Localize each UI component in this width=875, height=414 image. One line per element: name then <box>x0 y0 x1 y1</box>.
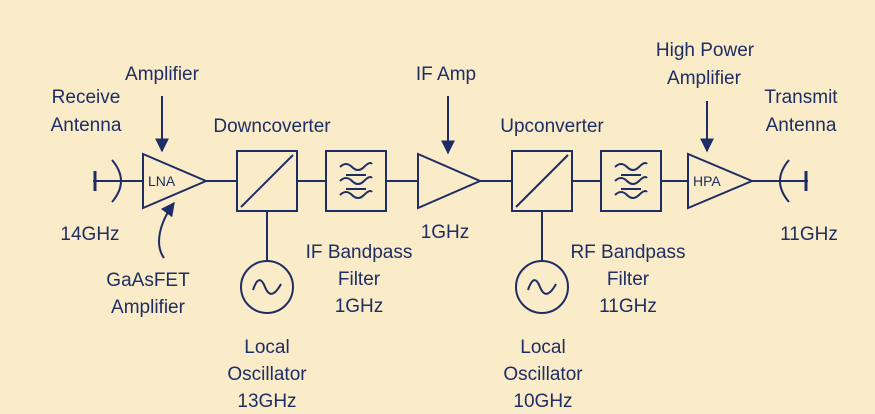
lo2-label-line3: 10GHz <box>513 391 572 412</box>
receive-antenna-label: Antenna <box>51 115 122 136</box>
local-oscillator-2-icon <box>515 260 569 314</box>
lo2-label-line2: Oscillator <box>503 364 583 385</box>
lo2-label-line1: Local <box>520 337 565 358</box>
transmit-antenna-icon <box>779 159 808 203</box>
downconverter-mixer-icon <box>236 150 298 212</box>
amplifier-label: Amplifier <box>125 64 200 85</box>
lna-amplifier-icon <box>142 152 209 210</box>
if-bpf-label-line1: IF Bandpass <box>306 242 413 263</box>
hpa-label-line2: Amplifier <box>667 68 742 89</box>
transmit-frequency: 11GHz <box>780 224 838 245</box>
if-bpf-label-line2: Filter <box>338 269 381 290</box>
gaasfet-label: GaAsFET <box>106 270 190 291</box>
rf-bpf-label-line3: 11GHz <box>599 296 657 317</box>
upconverter-mixer-icon <box>511 150 573 212</box>
if-bpf-label-line3: 1GHz <box>335 296 384 317</box>
receive-frequency: 14GHz <box>60 224 119 245</box>
hpa-label: HPA <box>693 173 721 189</box>
lna-label: LNA <box>148 173 176 189</box>
hpa-label-line1: High Power <box>656 40 755 61</box>
if-amp-label: IF Amp <box>416 64 476 85</box>
gaasfet-amplifier-label: Amplifier <box>111 297 186 318</box>
local-oscillator-1-icon <box>240 260 294 314</box>
upconverter-label: Upconverter <box>500 116 604 137</box>
receive-label: Receive <box>52 87 121 108</box>
lo1-label-line2: Oscillator <box>227 364 307 385</box>
if-amplifier-icon <box>417 152 483 210</box>
hpa-amplifier-icon <box>687 152 755 210</box>
receive-antenna-icon <box>93 159 122 203</box>
if-frequency: 1GHz <box>421 222 470 243</box>
rf-bpf-label-line2: Filter <box>607 269 650 290</box>
rf-bandpass-filter-icon <box>600 150 662 212</box>
lo1-label-line1: Local <box>244 337 289 358</box>
lo1-label-line3: 13GHz <box>237 391 296 412</box>
downconverter-label: Downcoverter <box>213 116 331 137</box>
gaasfet-arrow <box>158 201 175 259</box>
transmit-antenna-label: Antenna <box>766 115 837 136</box>
if-bandpass-filter-icon <box>325 150 387 212</box>
transmit-label: Transmit <box>764 87 838 108</box>
rf-bpf-label-line1: RF Bandpass <box>570 242 685 263</box>
